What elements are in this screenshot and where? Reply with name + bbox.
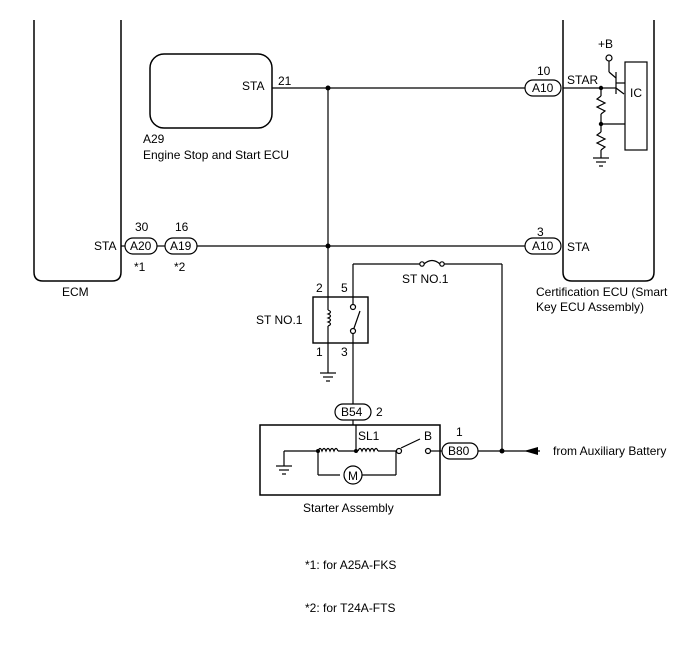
arrow-left-icon bbox=[524, 447, 538, 455]
connector-a10-bottom bbox=[524, 237, 562, 255]
ic-label: IC bbox=[630, 86, 642, 100]
cert-ecu-name-line2: Key ECU Assembly) bbox=[536, 300, 644, 314]
relay-pin-2: 2 bbox=[316, 281, 323, 295]
cert-ecu-pin-3: 3 bbox=[537, 225, 544, 239]
relay-label: ST NO.1 bbox=[256, 313, 303, 327]
fuse-label: ST NO.1 bbox=[402, 272, 449, 286]
relay-pin-1: 1 bbox=[316, 345, 323, 359]
connector-a10-bottom-code: A10 bbox=[532, 239, 554, 253]
cert-ecu-star-label: STAR bbox=[567, 73, 598, 87]
connector-a19-note: *2 bbox=[174, 260, 186, 274]
connector-a19-pin: 16 bbox=[175, 220, 189, 234]
starter-internal: SL1 M B bbox=[276, 420, 442, 485]
engine-ecu-name: Engine Stop and Start ECU bbox=[143, 148, 289, 162]
cert-ecu-internal-circuit: +B IC bbox=[563, 37, 648, 167]
engine-ecu-pin-21: 21 bbox=[278, 74, 292, 88]
motor-label: M bbox=[348, 469, 358, 483]
connector-b80-pin: 1 bbox=[456, 425, 463, 439]
footnote-1: *1: for A25A-FKS bbox=[305, 558, 396, 572]
ic-box bbox=[624, 61, 648, 151]
relay-switch bbox=[349, 264, 361, 343]
connector-b80-code: B80 bbox=[448, 444, 470, 458]
relay-pin-5: 5 bbox=[341, 281, 348, 295]
ecm-label: ECM bbox=[62, 285, 89, 299]
connector-b54-pin: 2 bbox=[376, 405, 383, 419]
relay-coil bbox=[326, 297, 332, 343]
cert-ecu-name-line1: Certification ECU (Smart bbox=[536, 285, 668, 299]
junction-battery bbox=[499, 448, 505, 454]
footnote-2: *2: for T24A-FTS bbox=[305, 601, 395, 615]
connector-a20-code: A20 bbox=[130, 239, 152, 253]
connector-a19-code: A19 bbox=[170, 239, 192, 253]
engine-ecu-sta-label: STA bbox=[242, 79, 264, 93]
cert-ecu-sta-label: STA bbox=[567, 240, 589, 254]
connector-a20-pin: 30 bbox=[135, 220, 149, 234]
battery-label: from Auxiliary Battery bbox=[553, 444, 666, 458]
connector-a10-top-code: A10 bbox=[532, 81, 554, 95]
connector-b54-code: B54 bbox=[341, 405, 363, 419]
connector-a20-note: *1 bbox=[134, 260, 146, 274]
starter-b-label: B bbox=[424, 429, 432, 443]
junction-middle bbox=[325, 243, 331, 249]
fuse-st-no1 bbox=[423, 259, 441, 265]
engine-ecu-code: A29 bbox=[143, 132, 165, 146]
cert-ecu-pin-10: 10 bbox=[537, 64, 551, 78]
relay-ground bbox=[320, 343, 336, 382]
starter-assembly bbox=[259, 424, 441, 496]
supply-plus-b-label: +B bbox=[598, 37, 613, 51]
connector-a10-top bbox=[524, 79, 562, 97]
relay-st-no1 bbox=[312, 296, 369, 344]
engine-ecu-block bbox=[149, 53, 273, 129]
ecm-block bbox=[33, 20, 122, 282]
starter-sl1-label: SL1 bbox=[358, 429, 380, 443]
ecm-sta-label: STA bbox=[94, 239, 116, 253]
starter-label: Starter Assembly bbox=[303, 501, 394, 515]
relay-pin-3: 3 bbox=[341, 345, 348, 359]
